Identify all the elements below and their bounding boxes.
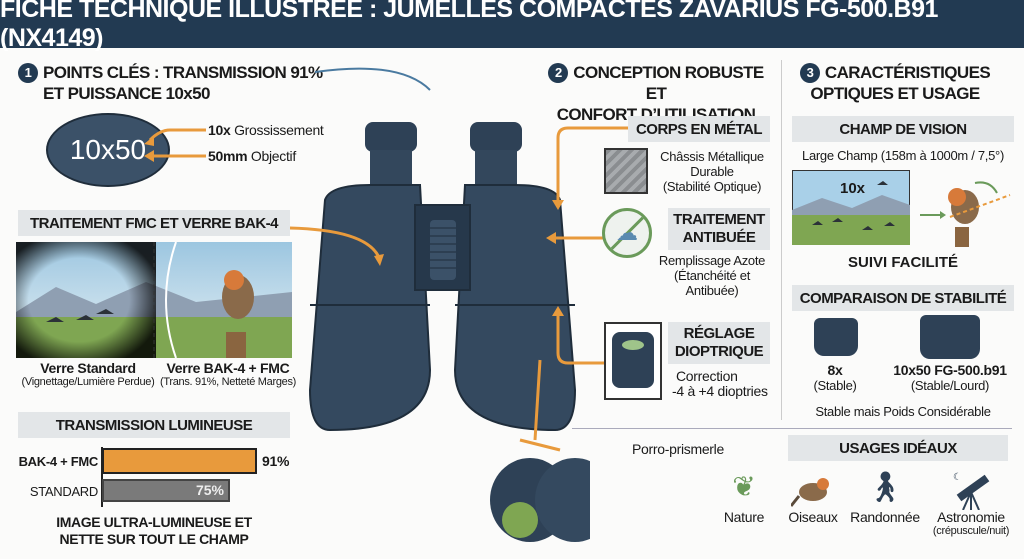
use-hiking: 🚶︎Randonnée bbox=[846, 470, 924, 525]
standard-glass-caption: Verre Standard(Vignettage/Lumière Perdue… bbox=[21, 360, 155, 389]
divider bbox=[572, 428, 1012, 429]
stability-note: Stable mais Poids Considérable bbox=[815, 404, 991, 419]
anti-fog-icon: ☁ bbox=[616, 220, 638, 245]
callout-arrows bbox=[144, 128, 206, 162]
fov-heading: CHAMP DE VISION bbox=[792, 116, 1014, 142]
metal-texture-icon bbox=[604, 148, 648, 194]
bar-standard: 75% bbox=[102, 479, 230, 502]
bar-label-standard: STANDARD bbox=[29, 484, 98, 499]
chart-axis bbox=[101, 447, 103, 507]
objective-spec: 50mm Objectif bbox=[208, 148, 296, 164]
fov-text: Large Champ (158m à 1000m / 7,5°) bbox=[802, 148, 1004, 163]
binoculars-8x-icon bbox=[814, 318, 858, 356]
anti-fog-badge: ☁ bbox=[602, 208, 652, 258]
binoculars-10x50-icon bbox=[920, 315, 980, 359]
glass-comparison-image bbox=[16, 242, 292, 358]
bak4-glass-caption: Verre BAK-4 + FMC(Trans. 91%, Netteté Ma… bbox=[159, 360, 297, 389]
bird-tracking-icon bbox=[920, 181, 1011, 247]
leaf-icon: ❦ bbox=[732, 471, 756, 502]
use-birds: Oiseaux bbox=[782, 470, 844, 525]
stability-8x: 8x(Stable) bbox=[813, 362, 857, 394]
bar-label-bak4: BAK-4 + FMC bbox=[18, 454, 99, 469]
tracking-label: SUIVI FACILITÉ bbox=[847, 254, 958, 271]
fmc-heading: TRAITEMENT FMC ET VERRE BAK-4 bbox=[18, 210, 290, 236]
fov-landscape-image bbox=[792, 170, 910, 245]
divider bbox=[781, 60, 782, 420]
porro-label: Porro-prismerle bbox=[632, 441, 724, 457]
hiker-icon: 🚶︎ bbox=[865, 471, 905, 504]
transmission-heading: TRANSMISSION LUMINEUSE bbox=[18, 412, 290, 438]
magnification-badge: 10x50 bbox=[46, 113, 170, 187]
use-astronomy: ☾Astronomie(crépuscule/nuit) bbox=[924, 470, 1018, 538]
uses-heading: USAGES IDÉAUX bbox=[788, 435, 1008, 461]
svg-text:☾: ☾ bbox=[953, 472, 962, 483]
center-callout-arrows bbox=[546, 126, 628, 365]
stability-10x50: 10x50 FG-500.b91(Stable/Lourd) bbox=[893, 362, 1007, 394]
use-nature: ❦Nature bbox=[716, 470, 772, 525]
bar-bak4 bbox=[102, 448, 257, 474]
telescope-icon: ☾ bbox=[924, 470, 1018, 511]
magnification-spec: 10x Grossissement bbox=[208, 122, 324, 138]
stability-heading: COMPARAISON DE STABILITÉ bbox=[792, 285, 1014, 311]
binoculars-illustration bbox=[290, 67, 590, 542]
diopter-text: Correction-4 à +4 dioptries bbox=[672, 368, 768, 399]
bar-value-standard: 75% bbox=[195, 482, 224, 498]
page-title: FICHE TECHNIQUE ILLUSTRÉE : JUMELLES COM… bbox=[0, 0, 1024, 52]
metal-body-heading: CORPS EN MÉTAL bbox=[628, 116, 770, 142]
diopter-eyepiece-image bbox=[604, 322, 662, 400]
bar-value-bak4: 91% bbox=[262, 453, 290, 469]
fov-magnification: 10x bbox=[840, 180, 866, 197]
bird-icon bbox=[782, 470, 844, 510]
